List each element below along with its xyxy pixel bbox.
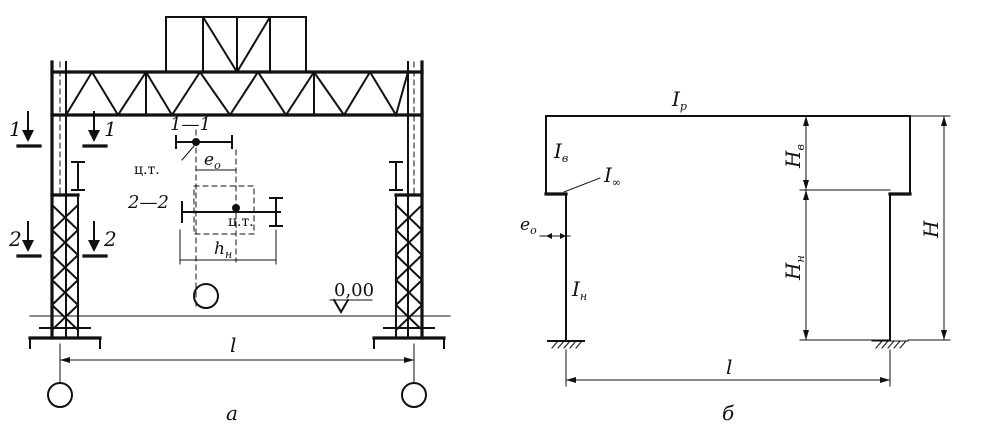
lower-height-label: Hн — [781, 255, 807, 281]
arrowhead — [803, 180, 809, 190]
section-2-2-title: 2—2 — [127, 192, 169, 213]
hatch — [569, 340, 577, 349]
hatch — [893, 340, 901, 349]
frame-b-structure — [544, 115, 912, 342]
hatch — [551, 340, 559, 349]
upper-stiffness-label: Iв — [553, 139, 568, 165]
section-2-label-right: 2 — [103, 227, 117, 251]
hatch — [557, 340, 565, 349]
width-label: hн — [214, 239, 232, 261]
arrowhead — [404, 357, 414, 363]
span-label-b: l — [726, 355, 732, 379]
frame-a-structure — [28, 15, 451, 349]
truss-web — [64, 70, 410, 118]
hatch — [881, 340, 889, 349]
arrowhead — [803, 190, 809, 200]
elevation-triangle — [332, 298, 350, 314]
lantern-diagonal — [201, 15, 239, 74]
elevation-marker: 0,00 — [329, 280, 374, 314]
ecc-label: eо — [204, 150, 221, 172]
arrowhead — [880, 377, 890, 383]
span-label-a: l — [230, 333, 236, 357]
frame-b-labels: Iр Iв I∞ Iн eо Hв Hн H l б — [520, 87, 951, 425]
hatch — [899, 340, 907, 349]
axis-bubble-center — [193, 283, 219, 309]
total-height-label: H — [919, 220, 943, 239]
cg-label-2: ц.т. — [228, 214, 254, 230]
rigid-link-leader — [563, 177, 601, 193]
hatch — [575, 340, 583, 349]
arrowhead — [941, 330, 947, 340]
section-markers: 1 1 2 2 — [8, 111, 117, 258]
cg-label-1: ц.т. — [134, 162, 160, 178]
arrowhead — [803, 330, 809, 340]
arrowhead — [22, 240, 34, 252]
elevation-label: 0,00 — [334, 280, 374, 301]
support-hatching — [551, 340, 907, 349]
arrowhead — [88, 240, 100, 252]
arrowhead — [560, 233, 566, 239]
span-dimension-a: l а — [47, 333, 427, 425]
arrowhead — [566, 377, 576, 383]
lower-stiffness-label: Iн — [571, 277, 587, 303]
section-1-label-left: 1 — [9, 117, 22, 141]
roof-stiffness-label: Iр — [671, 87, 687, 113]
arrowhead — [803, 116, 809, 126]
section-details: 1—1 ц.т. eо 2—2 ц.т. hн — [127, 114, 283, 311]
right-lattice — [394, 203, 424, 332]
section-1-label-right: 1 — [104, 117, 117, 141]
lantern-diagonal — [235, 15, 272, 74]
arrowhead — [88, 130, 100, 142]
arrowhead — [941, 116, 947, 126]
arrowhead — [60, 357, 70, 363]
axis-bubble-right — [401, 382, 427, 408]
caption-a: а — [226, 401, 238, 425]
arrowhead — [22, 130, 34, 142]
hatch — [875, 340, 883, 349]
caption-b: б — [722, 401, 735, 425]
arrowhead — [546, 233, 552, 239]
cg-leader-1 — [181, 145, 195, 161]
axis-bubble-left — [47, 382, 73, 408]
hatch — [563, 340, 571, 349]
rigid-stiffness-label: I∞ — [603, 163, 621, 189]
section-1-1-title: 1—1 — [170, 114, 211, 135]
upper-height-label: Hв — [781, 144, 807, 169]
section-2-2-outline — [193, 185, 255, 235]
section-2-label-left: 2 — [8, 227, 22, 251]
ecc-label-b: eо — [520, 215, 537, 237]
left-lattice — [50, 203, 80, 332]
hatch — [887, 340, 895, 349]
